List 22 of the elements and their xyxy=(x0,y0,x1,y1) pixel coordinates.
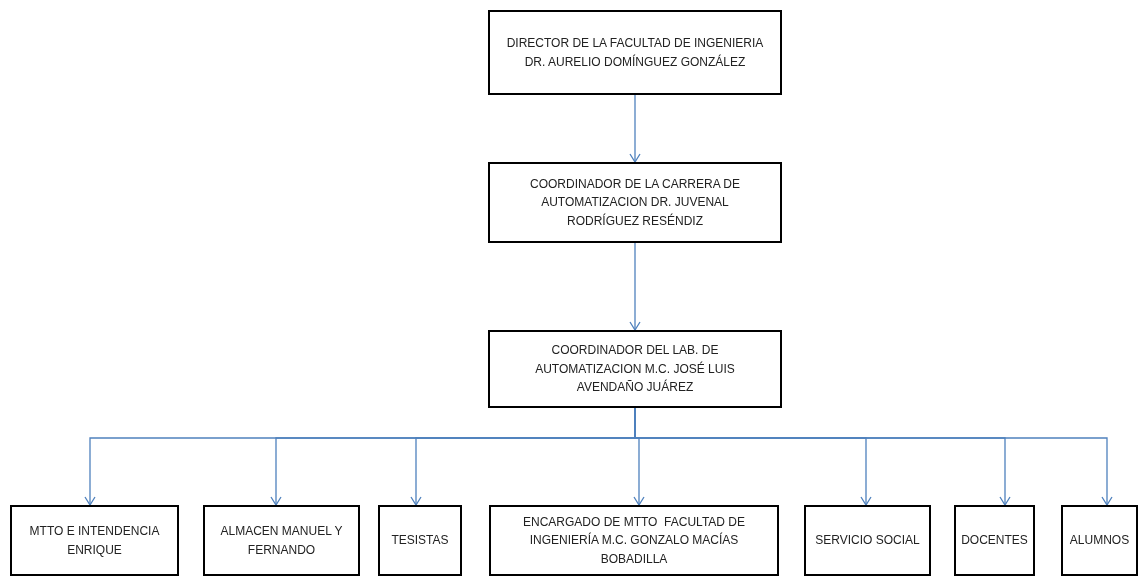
connector-arrow xyxy=(629,242,641,331)
role-text: SERVICIO SOCIAL xyxy=(815,532,920,550)
role-text: COORDINADOR DEL LAB. DE AUTOMATIZACION M.C. JOSÉ LUIS AVENDAÑO JUÁREZ xyxy=(534,342,736,397)
role-text: ENCARGADO DE MTTO FACULTAD DE INGENIERÍA M.C. GONZALO MACÍAS BOBADILLA xyxy=(522,513,746,568)
org-box xyxy=(954,505,1035,576)
org-box xyxy=(203,505,360,576)
role-text: COORDINADOR DE LA CARRERA DE AUTOMATIZACION DR. JUVENAL RODRÍGUEZ RESÉNDIZ xyxy=(528,175,741,230)
role-text: ALUMNOS xyxy=(1069,532,1130,550)
role-text: DIRECTOR DE LA FACULTAD DE INGENIERIA DR. AURELIO DOMÍNGUEZ GONZÁLEZ xyxy=(505,34,765,71)
org-box xyxy=(488,330,782,408)
org-box xyxy=(488,162,782,243)
org-box xyxy=(804,505,931,576)
connector-arrow xyxy=(629,94,641,163)
role-text: TESISTAS xyxy=(391,532,449,550)
org-box xyxy=(488,10,782,95)
org-box xyxy=(378,505,462,576)
org-box xyxy=(10,505,179,576)
role-text: ALMACEN MANUEL Y FERNANDO xyxy=(219,522,344,559)
org-box xyxy=(1061,505,1138,576)
org-box xyxy=(489,505,779,576)
role-text: DOCENTES xyxy=(961,532,1028,550)
role-text: MTTO E INTENDENCIA ENRIQUE xyxy=(28,522,161,559)
